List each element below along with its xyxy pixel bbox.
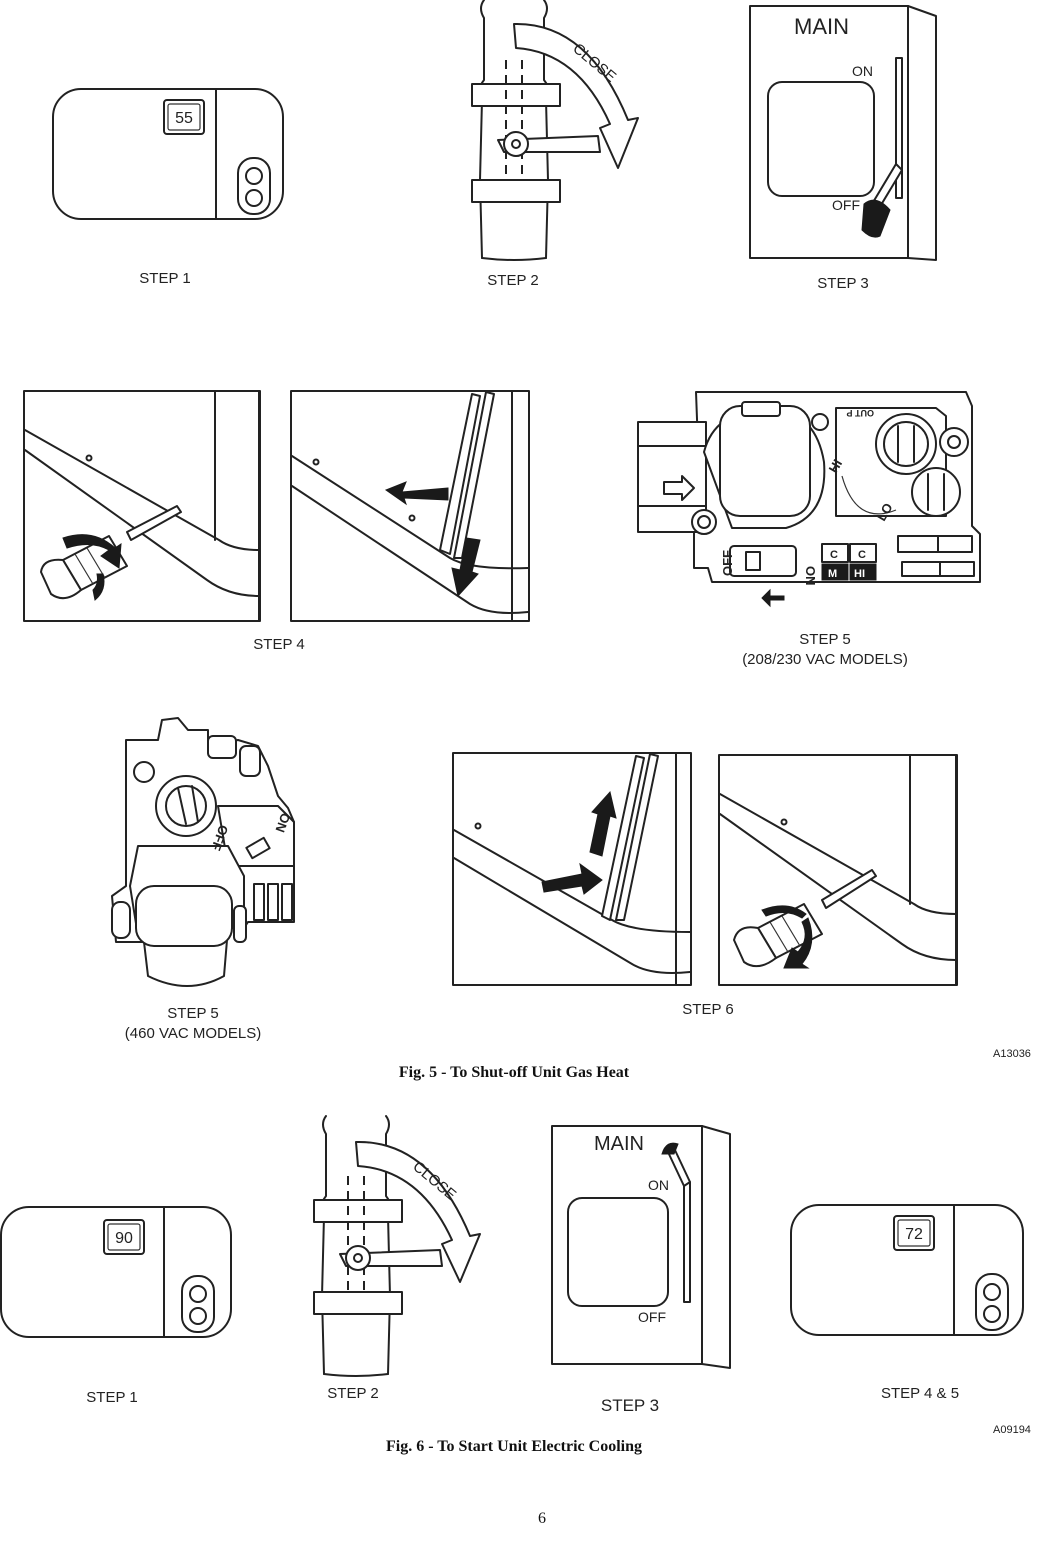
switch-on-label: ON (852, 63, 873, 79)
fig5-step1-thermostat: 55 (52, 88, 284, 220)
fig6-caption: Fig. 6 - To Start Unit Electric Cooling (386, 1438, 642, 1455)
page-number: 6 (538, 1510, 546, 1527)
switch-off-label: OFF (638, 1309, 666, 1325)
thermostat-reading: 90 (115, 1230, 133, 1247)
terminal-c1: C (830, 549, 838, 561)
fig5-step3-label: STEP 3 (817, 275, 869, 292)
fig5-step6-panel-screwdriver (718, 754, 958, 986)
fig5-step1-label: STEP 1 (139, 270, 191, 287)
valve-out-mark: OUT P (846, 408, 874, 418)
fig5-step4-panel-remove (290, 390, 530, 622)
fig6-step3-main-disconnect: MAIN ON OFF (551, 1125, 731, 1369)
terminal-hi: HI (854, 568, 865, 580)
fig6-step1-label: STEP 1 (86, 1389, 138, 1406)
fig5-step4-label: STEP 4 (253, 636, 305, 653)
thermostat-reading: 72 (905, 1226, 923, 1243)
fig5-step2-gas-valve: CLOSE (471, 0, 639, 261)
fig5-step6-panel-replace (452, 752, 692, 986)
fig5-code: A13036 (993, 1048, 1031, 1060)
fig5-step6-label: STEP 6 (682, 1001, 734, 1018)
panel-title: MAIN (594, 1133, 644, 1155)
valve-on-mark-460: ON (273, 811, 294, 834)
switch-off-label: OFF (832, 197, 860, 213)
fig5-step5-gas-valve-460: OFF ON (111, 717, 295, 987)
panel-title: MAIN (794, 14, 849, 39)
valve-hi-mark: HI (826, 457, 845, 476)
fig5-step2-label: STEP 2 (487, 272, 539, 289)
switch-on-label: ON (648, 1177, 669, 1193)
fig6-step2-label: STEP 2 (327, 1385, 379, 1402)
thermostat-reading: 55 (175, 110, 193, 127)
valve-on-mark: ON (803, 566, 818, 586)
terminal-m: M (828, 568, 837, 580)
fig6-step45-thermostat: 72 (790, 1204, 1024, 1336)
terminal-c2: C (858, 549, 866, 561)
valve-off-mark: OFF (720, 550, 735, 576)
fig5-step5a-label: STEP 5 (799, 631, 851, 648)
fig5-caption: Fig. 5 - To Shut-off Unit Gas Heat (398, 1064, 630, 1081)
fig5-step5a-sublabel: (208/230 VAC MODELS) (742, 651, 908, 668)
fig6-step45-label: STEP 4 & 5 (880, 1385, 960, 1402)
fig5-step5-gas-valve-208-230: HI LO OFF ON C C M HI OUT P (637, 391, 981, 608)
fig6-step2-gas-valve: CLOSE (313, 1115, 481, 1377)
fig5-step4-panel-screwdriver (23, 390, 261, 622)
fig5-step3-main-disconnect: MAIN ON OFF (749, 5, 937, 261)
fig5-step5b-label: STEP 5 (167, 1005, 219, 1022)
fig6-step1-thermostat: 90 (0, 1206, 232, 1338)
fig5-step5b-sublabel: (460 VAC MODELS) (124, 1025, 262, 1042)
fig6-step3-label: STEP 3 (600, 1396, 660, 1415)
fig6-code: A09194 (993, 1424, 1031, 1436)
